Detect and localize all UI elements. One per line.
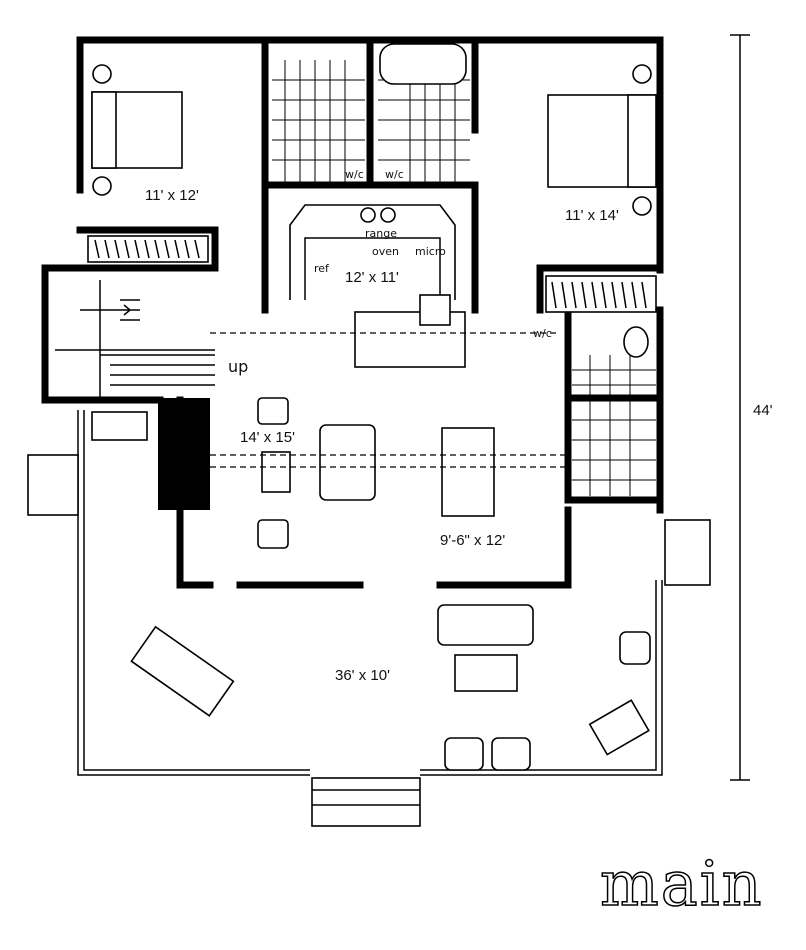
label-stairs-up: up xyxy=(228,357,248,376)
label-wc-mid: w/c xyxy=(385,168,404,181)
stairs xyxy=(55,280,215,400)
bathroom-tiles xyxy=(272,43,656,496)
porch-bench-left xyxy=(27,454,79,516)
fireplace xyxy=(158,398,210,510)
label-oven: oven xyxy=(372,245,399,258)
room-label-porch: 36' x 10' xyxy=(335,667,390,684)
room-label-bedroom-left: 11' x 12' xyxy=(145,187,199,204)
sofa xyxy=(319,424,376,501)
living-furniture xyxy=(91,397,651,771)
coffee-table xyxy=(454,654,518,692)
room-label-living: 14' x 15' xyxy=(240,429,295,446)
kitchen-counters xyxy=(289,204,466,368)
bathtub xyxy=(379,43,467,85)
label-wc-right: w/c xyxy=(533,327,552,340)
label-micro: micro xyxy=(415,245,446,258)
plan-title: main xyxy=(600,847,764,920)
dashed-beams xyxy=(210,332,568,468)
closets xyxy=(87,235,657,313)
label-ref: ref xyxy=(314,262,330,275)
kitchen-island xyxy=(354,311,466,368)
room-label-dining: 9'-6" x 12' xyxy=(440,532,505,549)
porch-rack xyxy=(91,411,148,441)
walls xyxy=(41,36,664,589)
room-label-bedroom-right: 11' x 14' xyxy=(565,207,619,224)
label-wc-left: w/c xyxy=(345,168,364,181)
sink xyxy=(419,294,451,326)
label-range: range xyxy=(365,227,397,240)
beds xyxy=(91,64,657,216)
porch xyxy=(27,410,711,827)
porch-bench-right xyxy=(664,519,711,586)
dimension-label: 44' xyxy=(753,402,773,419)
porch-table xyxy=(130,625,235,717)
porch-sofa xyxy=(437,604,534,646)
dimension-line xyxy=(730,34,750,781)
room-label-kitchen: 12' x 11' xyxy=(345,269,399,286)
dining-table xyxy=(441,427,495,517)
